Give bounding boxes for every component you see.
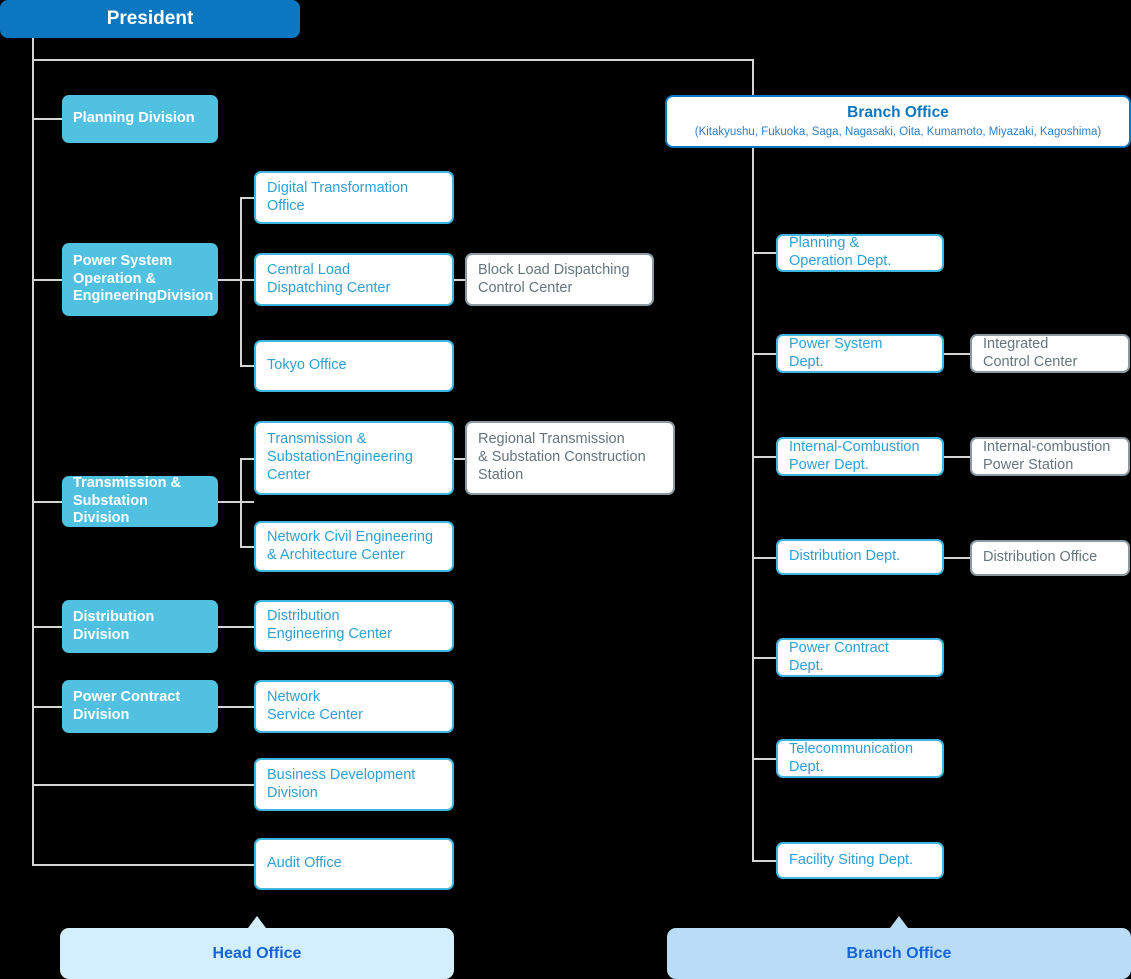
connector-line: [32, 118, 62, 120]
connector-line: [240, 458, 254, 460]
connector-line: [32, 59, 754, 61]
connector-line: [32, 501, 62, 503]
connector-line: [32, 38, 34, 76]
connector-line: [752, 758, 778, 760]
node-facility-siting-dept[interactable]: Facility Siting Dept.: [776, 842, 944, 879]
connector-line: [218, 279, 254, 281]
branch-office-locations: (Kitakyushu, Fukuoka, Saga, Nagasaki, Oi…: [694, 125, 1102, 138]
node-transmission-substation-division[interactable]: Transmission &Substation Division: [62, 474, 218, 527]
node-planning-division[interactable]: Planning Division: [62, 95, 218, 143]
connector-line: [943, 557, 971, 559]
connector-line: [752, 59, 754, 95]
node-regional-transmission-substation-construction-station[interactable]: Regional Transmission& Substation Constr…: [465, 421, 675, 495]
connector-line: [32, 626, 62, 628]
legend-head-office: Head Office: [60, 928, 454, 979]
connector-line: [943, 456, 971, 458]
node-network-civil-engineering-architecture-center[interactable]: Network Civil Engineering& Architecture …: [254, 521, 454, 572]
node-branch-office-header[interactable]: Branch Office (Kitakyushu, Fukuoka, Saga…: [665, 95, 1131, 148]
node-distribution-dept[interactable]: Distribution Dept.: [776, 539, 944, 575]
legend-branch-office: Branch Office: [667, 928, 1131, 979]
node-label: Planning Division: [73, 110, 195, 127]
connector-line: [752, 557, 778, 559]
connector-line: [453, 458, 465, 460]
connector-line: [752, 353, 778, 355]
connector-line: [32, 864, 254, 866]
connector-line: [752, 657, 778, 659]
node-label: Tokyo Office: [267, 357, 347, 374]
node-planning-operation-dept[interactable]: Planning &Operation Dept.: [776, 234, 944, 272]
connector-line: [240, 546, 254, 548]
connector-line: [218, 501, 254, 503]
connector-line: [453, 279, 472, 281]
node-tokyo-office[interactable]: Tokyo Office: [254, 340, 454, 392]
connector-line: [240, 197, 254, 199]
connector-line: [752, 148, 754, 862]
connector-line: [218, 706, 254, 708]
legend-label: Branch Office: [846, 944, 952, 962]
branch-office-title: Branch Office: [847, 104, 949, 122]
connector-line: [752, 252, 778, 254]
branch-office-legend-arrow: [890, 916, 908, 928]
node-label: Distribution Dept.: [789, 548, 901, 565]
node-label: Planning &Operation Dept.: [789, 235, 892, 269]
node-label: Distribution Office: [983, 549, 1098, 566]
node-audit-office[interactable]: Audit Office: [254, 838, 454, 890]
connector-line: [218, 626, 254, 628]
connector-line: [32, 279, 62, 281]
connector-line: [752, 456, 778, 458]
node-label: Regional Transmission& Substation Constr…: [478, 431, 646, 483]
connector-line: [32, 706, 62, 708]
node-president[interactable]: President: [0, 0, 300, 38]
connector-line: [32, 784, 254, 786]
connector-line: [943, 353, 971, 355]
node-label: Network Civil Engineering& Architecture …: [267, 528, 434, 563]
head-office-legend-arrow: [248, 916, 266, 928]
connector-line: [32, 59, 34, 866]
node-distribution-office[interactable]: Distribution Office: [970, 540, 1130, 576]
connector-line: [240, 197, 242, 366]
node-label: Transmission &Substation Division: [73, 474, 181, 527]
connector-line: [752, 860, 778, 862]
node-label: Facility Siting Dept.: [789, 851, 914, 868]
legend-label: Head Office: [212, 944, 302, 962]
node-label: Audit Office: [267, 855, 342, 872]
connector-line: [240, 458, 242, 547]
connector-line: [240, 365, 254, 367]
node-label: President: [106, 8, 194, 30]
